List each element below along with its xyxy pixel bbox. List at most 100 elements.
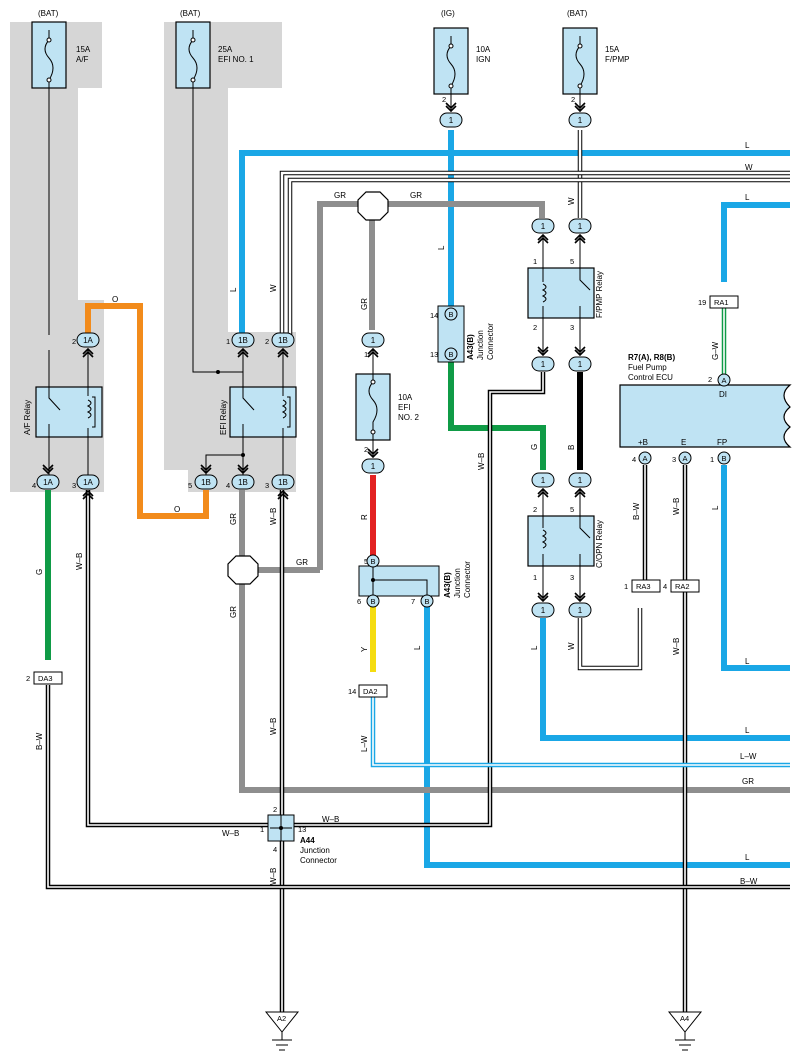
pin-circle-label: B: [370, 597, 375, 606]
relay-fpmp: [527, 236, 595, 354]
connector-arrow: [574, 102, 586, 113]
connector-pill-label: 1: [541, 222, 546, 231]
relays: [35, 236, 595, 600]
efi-shade: [164, 22, 296, 492]
wl-wb-r3: W–B: [269, 508, 278, 525]
ecu-line2: Control ECU: [628, 373, 673, 382]
wl-l-5: L: [745, 853, 750, 862]
fuse-efi2-amp: 10A: [398, 393, 413, 402]
fuse-ign-name: IGN: [476, 55, 490, 64]
connector-arrow: [445, 102, 457, 113]
wl-w-r1: W: [269, 284, 278, 292]
junction-a43-lower: [358, 565, 440, 597]
fuses: [31, 21, 598, 456]
connector-pill: [531, 218, 555, 234]
connector-arrow: [537, 233, 549, 244]
fuse-efi2: [355, 350, 391, 456]
wl-l-r3: L: [413, 645, 422, 650]
pin-da2: 14: [348, 687, 356, 696]
pin-a44-4: 4: [273, 845, 277, 854]
wl-gr-r1: GR: [360, 298, 369, 310]
pin-a44-13: 13: [298, 825, 306, 834]
grounds: [264, 1011, 703, 1051]
connector-pill-label: 1: [541, 606, 546, 615]
a44-line1: Junction: [300, 846, 330, 855]
pin-circle: [717, 373, 731, 387]
connector-pill-label: 1: [578, 606, 583, 615]
wire-l-top: [239, 150, 790, 340]
pin-efi-1: 1: [226, 337, 230, 346]
connector-pill-label: 1B: [278, 478, 288, 487]
pin-circle-label: A: [682, 454, 687, 463]
wl-bw-1: B–W: [740, 877, 758, 886]
pin-ecu-di: 2: [708, 375, 712, 384]
wl-wb-r2: W–B: [75, 553, 84, 570]
connector-arrow: [537, 592, 549, 603]
fuse-fpmp-amp: 15A: [605, 45, 620, 54]
wl-y-r1: Y: [360, 646, 369, 652]
a44-line2: Connector: [300, 856, 337, 865]
wl-wb-r1: W–B: [477, 453, 486, 470]
pin-fpmp-r1: 1: [533, 257, 537, 266]
pin-circle-label: B: [721, 454, 726, 463]
connector-arrow: [237, 464, 249, 475]
pin-ra1: 19: [698, 298, 706, 307]
ecu-pin-di: DI: [719, 390, 727, 399]
pin-efi2-1: 1: [364, 350, 368, 359]
connector-arrow: [574, 487, 586, 498]
pin-efi-2: 2: [265, 337, 269, 346]
wl-wb-r6: W–B: [672, 498, 681, 515]
connector-arrow: [277, 347, 289, 358]
pin-circle-label: B: [424, 597, 429, 606]
wl-wb-r7: W–B: [672, 638, 681, 655]
wire-gr-left: [239, 490, 790, 793]
connector-arrow: [367, 448, 379, 459]
wl-wb-r4: W–B: [269, 718, 278, 735]
connector-pill: [531, 472, 555, 488]
ecu-title: R7(A), R8(B): [628, 353, 675, 362]
connector-arrow: [277, 489, 289, 500]
pin-a44-2: 2: [273, 805, 277, 814]
pin-copn-r1: 1: [533, 573, 537, 582]
wire-l-copn: [540, 618, 790, 741]
pin-ign-2: 2: [442, 95, 446, 104]
connector-pill: [36, 474, 60, 490]
af-shade: [10, 22, 104, 492]
pin-efi-5: 5: [188, 481, 192, 490]
pin-circle: [366, 554, 380, 568]
connector-pill: [76, 332, 100, 348]
pin-circle: [638, 451, 652, 465]
wire-gr-top2: [384, 201, 545, 218]
ecu-line1: Fuel Pump: [628, 363, 667, 372]
connector-pill: [568, 112, 592, 128]
relay-efi: [205, 350, 297, 475]
fuse-af-amp: 15A: [76, 45, 91, 54]
source-bat-fpmp: (BAT): [567, 9, 588, 18]
fuse-efi1-amp: 25A: [218, 45, 233, 54]
conn-ra2: RA2: [675, 582, 690, 591]
connector-arrow: [82, 347, 94, 358]
wl-l-1: L: [745, 141, 750, 150]
fuse-efi2-name2: NO. 2: [398, 413, 419, 422]
connector-pill-label: 1B: [238, 478, 248, 487]
wl-lw-r1: L–W: [360, 735, 369, 752]
wl-wb-a44l: W–B: [222, 829, 239, 838]
connector-arrow: [82, 489, 94, 500]
conn-ra3: RA3: [636, 582, 651, 591]
connector-pill: [231, 332, 255, 348]
connector-pill-label: 1: [578, 476, 583, 485]
pin-circle: [366, 594, 380, 608]
connector-pill-label: 1B: [201, 478, 211, 487]
junctions: [267, 305, 465, 842]
ground-a2: A2: [277, 1014, 286, 1023]
connector-pill: [271, 474, 295, 490]
wl-lw-1: L–W: [740, 752, 757, 761]
wl-l-2: L: [745, 193, 750, 202]
pin-ecu-b: 4: [632, 455, 636, 464]
relay-fpmp-label: F/PMP Relay: [595, 271, 604, 318]
connector-pill-label: 1: [578, 116, 583, 125]
connector-pill-label: 1: [371, 336, 376, 345]
pin-circle: [717, 451, 731, 465]
connector-pill-label: 1: [371, 462, 376, 471]
connector-pill-label: 1B: [238, 336, 248, 345]
